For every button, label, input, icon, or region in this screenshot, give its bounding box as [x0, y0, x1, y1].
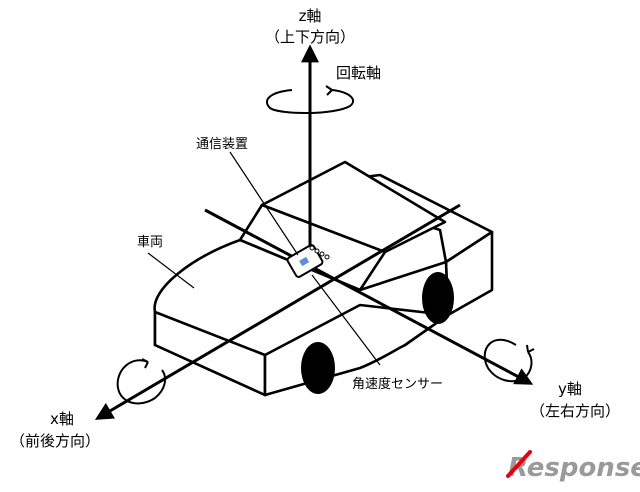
vehicle-leader: [147, 252, 195, 289]
y-axis-line: [204, 208, 534, 385]
sensor-chip: [299, 256, 310, 267]
x-axis-direction: （前後方向）: [10, 432, 100, 450]
gyro-sensor-leader: [311, 274, 381, 366]
response-logo: Response.: [506, 450, 640, 483]
logo-swoosh: [506, 450, 532, 478]
z-rotation-arrow: [265, 85, 355, 114]
comm-device-leader: [229, 151, 299, 256]
comm-device-label: 通信装置: [196, 137, 248, 152]
gyro-sensor-label: 角速度センサー: [352, 376, 443, 392]
rotation-axis-label: 回転軸: [336, 64, 381, 82]
x-axis-line: [94, 203, 461, 420]
device-dots: [309, 245, 330, 260]
z-axis-name: z軸: [299, 7, 322, 25]
vehicle-label: 車両: [137, 235, 163, 250]
wheel-front: [301, 342, 335, 394]
wheel-rear: [422, 272, 454, 324]
y-axis-name: y軸: [558, 380, 582, 398]
x-rotation-arrow: [116, 358, 167, 405]
svg-text:Response.: Response.: [508, 453, 640, 483]
z-axis-direction: （上下方向）: [265, 28, 355, 46]
sensor-device: [286, 244, 330, 278]
x-axis-name: x軸: [50, 410, 74, 428]
y-axis-direction: （左右方向）: [530, 402, 620, 420]
y-rotation-arrow: [483, 338, 535, 383]
